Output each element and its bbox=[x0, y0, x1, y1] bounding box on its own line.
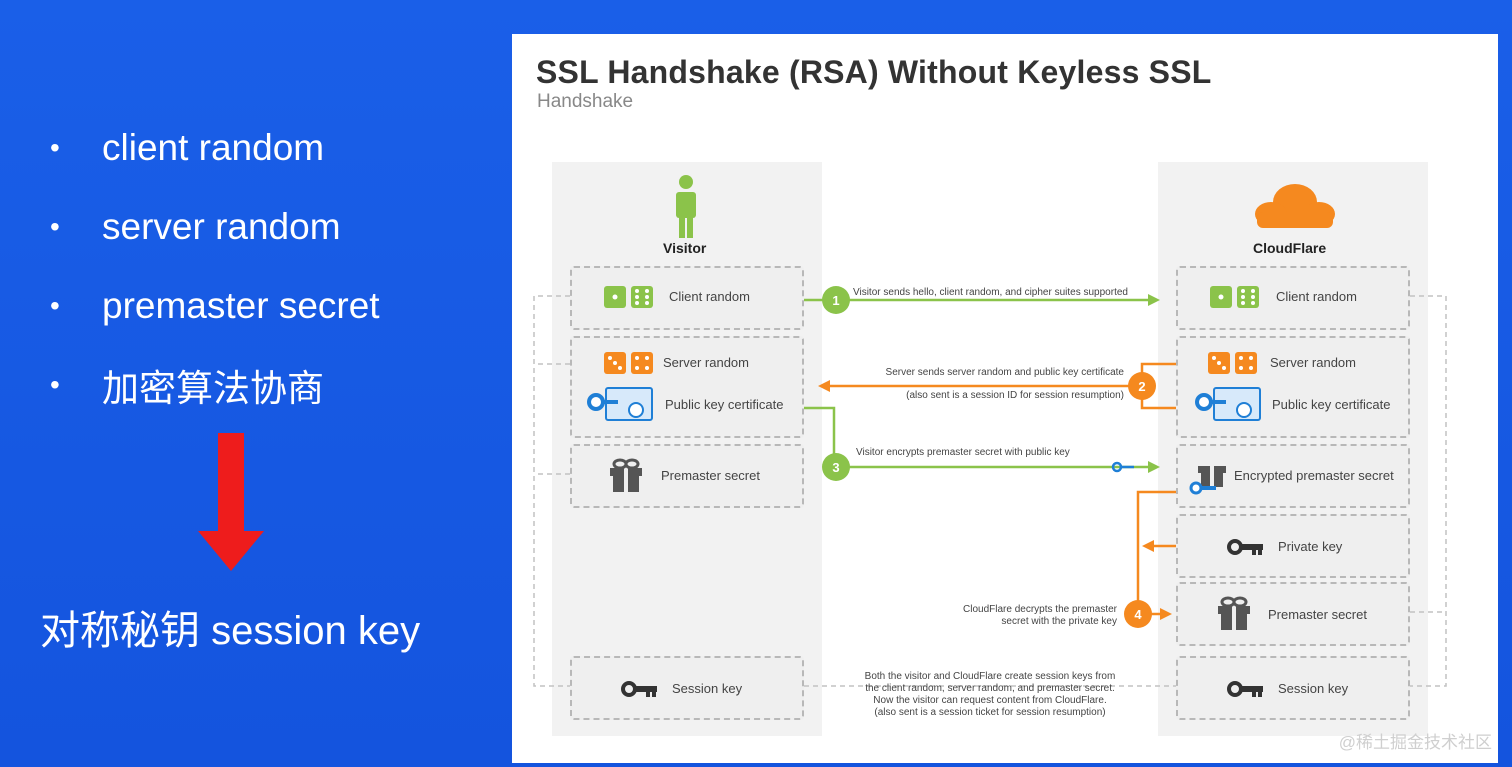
bullet-item: • client random bbox=[50, 108, 490, 187]
visitor-session-key-box bbox=[570, 656, 804, 720]
bullet-item: • 加密算法协商 bbox=[50, 345, 490, 424]
bullet-dot: • bbox=[50, 210, 60, 242]
key-icon bbox=[1227, 681, 1263, 697]
step-4-annotation: CloudFlare decrypts the premaster bbox=[963, 604, 1117, 615]
bullet-text: premaster secret bbox=[102, 284, 380, 326]
final-annotation-line-3: Now the visitor can request content from… bbox=[873, 695, 1107, 706]
cf-private-key-label: Private key bbox=[1278, 539, 1343, 554]
cf-client-random-label: Client random bbox=[1276, 289, 1357, 304]
cf-encrypted-premaster-label: Encrypted premaster secret bbox=[1234, 468, 1394, 483]
visitor-label: Visitor bbox=[663, 240, 707, 256]
bullet-dot: • bbox=[50, 131, 60, 163]
cf-session-key-box bbox=[1176, 656, 1410, 720]
step-3-marker: 3 bbox=[822, 453, 850, 481]
dice-green-icon bbox=[604, 286, 653, 308]
cf-session-key-label: Session key bbox=[1278, 681, 1349, 696]
bullet-item: • server random bbox=[50, 187, 490, 266]
step-2-note: (also sent is a session ID for session r… bbox=[906, 390, 1124, 401]
cf-server-random-label: Server random bbox=[1270, 355, 1356, 370]
bullet-list: • client random • server random • premaster… bbox=[50, 108, 490, 424]
person-icon bbox=[676, 175, 696, 238]
step-3-annotation: Visitor encrypts premaster secret with p… bbox=[856, 447, 1070, 458]
step-2-annotation: Server sends server random and public ke… bbox=[885, 367, 1124, 378]
final-annotation-line-4: (also sent is a session ticket for sessi… bbox=[874, 707, 1106, 718]
visitor-premaster-box bbox=[570, 444, 804, 508]
bullet-text: 加密算法协商 bbox=[102, 367, 324, 409]
cloud-icon bbox=[1255, 184, 1335, 228]
bullet-dot: • bbox=[50, 289, 60, 321]
dice-green-icon bbox=[1210, 286, 1259, 308]
encrypted-gift-icon bbox=[1189, 466, 1226, 495]
certificate-key-icon bbox=[1195, 387, 1261, 421]
cloudflare-label: CloudFlare bbox=[1253, 240, 1327, 256]
visitor-public-key-cert-label: Public key certificate bbox=[665, 397, 784, 412]
diagram-panel: SSL Handshake (RSA) Without Keyless SSL … bbox=[512, 34, 1498, 763]
cf-public-key-cert-label: Public key certificate bbox=[1272, 397, 1391, 412]
down-arrow-icon bbox=[198, 433, 264, 571]
visitor-session-key-label: Session key bbox=[672, 681, 743, 696]
dice-orange-icon bbox=[1208, 352, 1257, 374]
bullet-item: • premaster secret bbox=[50, 266, 490, 345]
certificate-key-icon bbox=[587, 387, 653, 421]
cf-premaster-box bbox=[1176, 582, 1410, 646]
visitor-client-random-label: Client random bbox=[669, 289, 750, 304]
final-annotation-line-2: the client random, server random, and pr… bbox=[865, 683, 1115, 694]
connector-lines bbox=[533, 294, 1447, 687]
diagram-title: SSL Handshake (RSA) Without Keyless SSL bbox=[536, 54, 1212, 90]
gift-icon bbox=[610, 458, 642, 492]
bullet-text: client random bbox=[102, 126, 325, 168]
key-icon bbox=[621, 681, 657, 697]
watermark: @稀土掘金技术社区 bbox=[1338, 733, 1492, 752]
cf-private-key-box bbox=[1176, 514, 1410, 578]
step-1-annotation: Visitor sends hello, client random, and … bbox=[853, 287, 1128, 298]
cf-premaster-label: Premaster secret bbox=[1268, 607, 1367, 622]
bullet-text: server random bbox=[102, 205, 341, 247]
dice-orange-icon bbox=[604, 352, 653, 374]
step-4-marker: 4 bbox=[1124, 600, 1152, 628]
key-icon bbox=[1227, 539, 1263, 555]
diagram-subtitle: Handshake bbox=[537, 91, 634, 112]
final-annotation-line-1: Both the visitor and CloudFlare create s… bbox=[864, 671, 1116, 682]
step-4-note: secret with the private key bbox=[1001, 616, 1117, 627]
step-1-marker: 1 bbox=[822, 286, 850, 314]
step-2-marker: 2 bbox=[1128, 372, 1156, 400]
conclusion-text: 对称秘钥 session key bbox=[40, 609, 421, 653]
bullet-dot: • bbox=[50, 368, 60, 400]
gift-icon bbox=[1218, 596, 1250, 630]
visitor-server-random-label: Server random bbox=[663, 355, 749, 370]
visitor-premaster-label: Premaster secret bbox=[661, 468, 760, 483]
